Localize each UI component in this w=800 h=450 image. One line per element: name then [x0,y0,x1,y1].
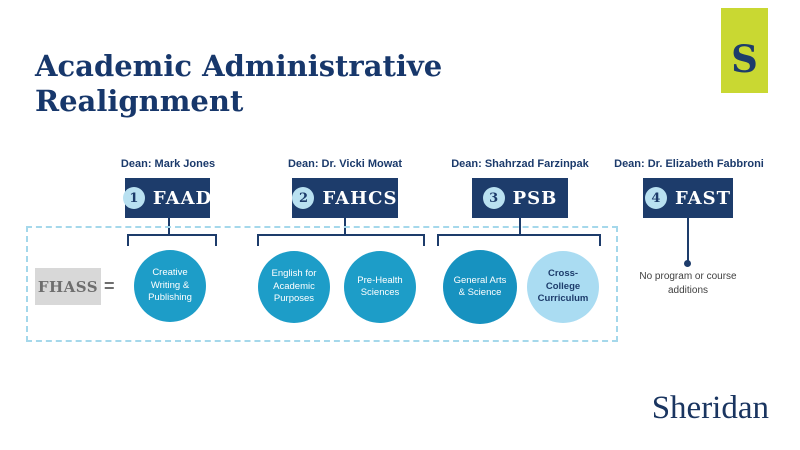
faculty-box-fast: 4 FAST [643,178,733,218]
program-circle-general-arts: General Arts & Science [443,250,517,324]
fhass-label-box: FHASS [35,268,101,305]
program-circle-cross-college: Cross-College Curriculum [527,251,599,323]
equals-sign: = [104,276,115,296]
bracket-connector [127,234,217,246]
number-badge: 2 [292,187,315,209]
faculty-code: FAST [674,187,732,209]
no-additions-note: No program or course additions [639,271,737,296]
dean-label-fast: Dean: Dr. Elizabeth Fabbroni [614,158,764,170]
badge-letter: S [731,37,758,81]
page-title: Academic Administrative Realignment [35,49,443,119]
dean-label-faad: Dean: Mark Jones [120,158,216,170]
faculty-box-faad: 1 FAAD [122,178,213,218]
number-badge: 3 [482,187,505,209]
faculty-box-psb: 3 PSB [472,178,568,218]
program-circle-pre-health: Pre-Health Sciences [344,251,416,323]
bracket-connector [257,234,425,246]
program-circle-english-academic: English for Academic Purposes [258,251,330,323]
faculty-code: FAHCS [322,187,398,209]
number-badge: 1 [122,187,145,209]
fhass-dashed-region [26,226,618,342]
bracket-connector [437,234,601,246]
sheridan-wordmark: Sheridan [651,390,769,426]
dean-label-fahcs: Dean: Dr. Vicki Mowat [287,158,403,170]
connector-line [687,218,689,263]
faculty-code: PSB [512,187,558,209]
faculty-code: FAAD [152,187,213,209]
number-badge: 4 [644,187,667,209]
connector-endpoint-dot [684,260,691,267]
dean-label-psb: Dean: Shahrzad Farzinpak [451,158,589,170]
sheridan-logo-badge: S [721,8,768,93]
program-circle-creative-writing: Creative Writing & Publishing [134,250,206,322]
faculty-box-fahcs: 2 FAHCS [292,178,398,218]
